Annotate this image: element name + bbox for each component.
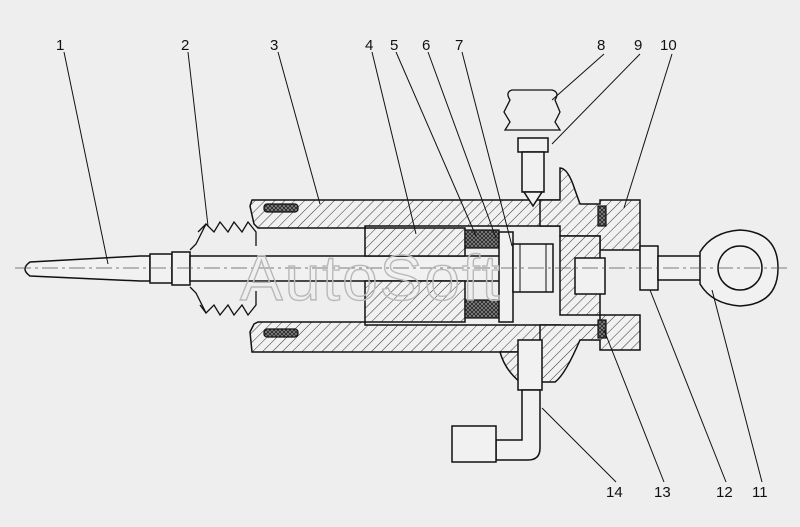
callout-8: 8 xyxy=(597,37,605,54)
bellows-boot xyxy=(189,220,257,317)
callout-6: 6 xyxy=(422,37,430,54)
callout-9: 9 xyxy=(634,37,642,54)
callout-12: 12 xyxy=(716,484,733,501)
callout-11: 11 xyxy=(752,484,768,501)
body-seals xyxy=(263,203,607,339)
callout-1: 1 xyxy=(56,37,64,54)
push-rod xyxy=(24,251,511,286)
leader-lines xyxy=(63,51,763,483)
bleeder-valve xyxy=(503,89,562,208)
callout-2: 2 xyxy=(181,37,189,54)
callout-10: 10 xyxy=(660,37,677,54)
piston xyxy=(364,227,466,323)
callout-14: 14 xyxy=(606,484,623,501)
callout-5: 5 xyxy=(390,37,398,54)
callout-13: 13 xyxy=(654,484,671,501)
callout-labels: 1 2 3 4 5 6 7 8 9 10 11 12 13 14 xyxy=(56,37,768,501)
watermark-text: AutoSoft xyxy=(240,242,502,314)
piston-cup xyxy=(464,229,514,323)
callout-4: 4 xyxy=(365,37,373,54)
inlet-fitting xyxy=(451,339,543,463)
callout-3: 3 xyxy=(270,37,278,54)
callout-7: 7 xyxy=(455,37,463,54)
